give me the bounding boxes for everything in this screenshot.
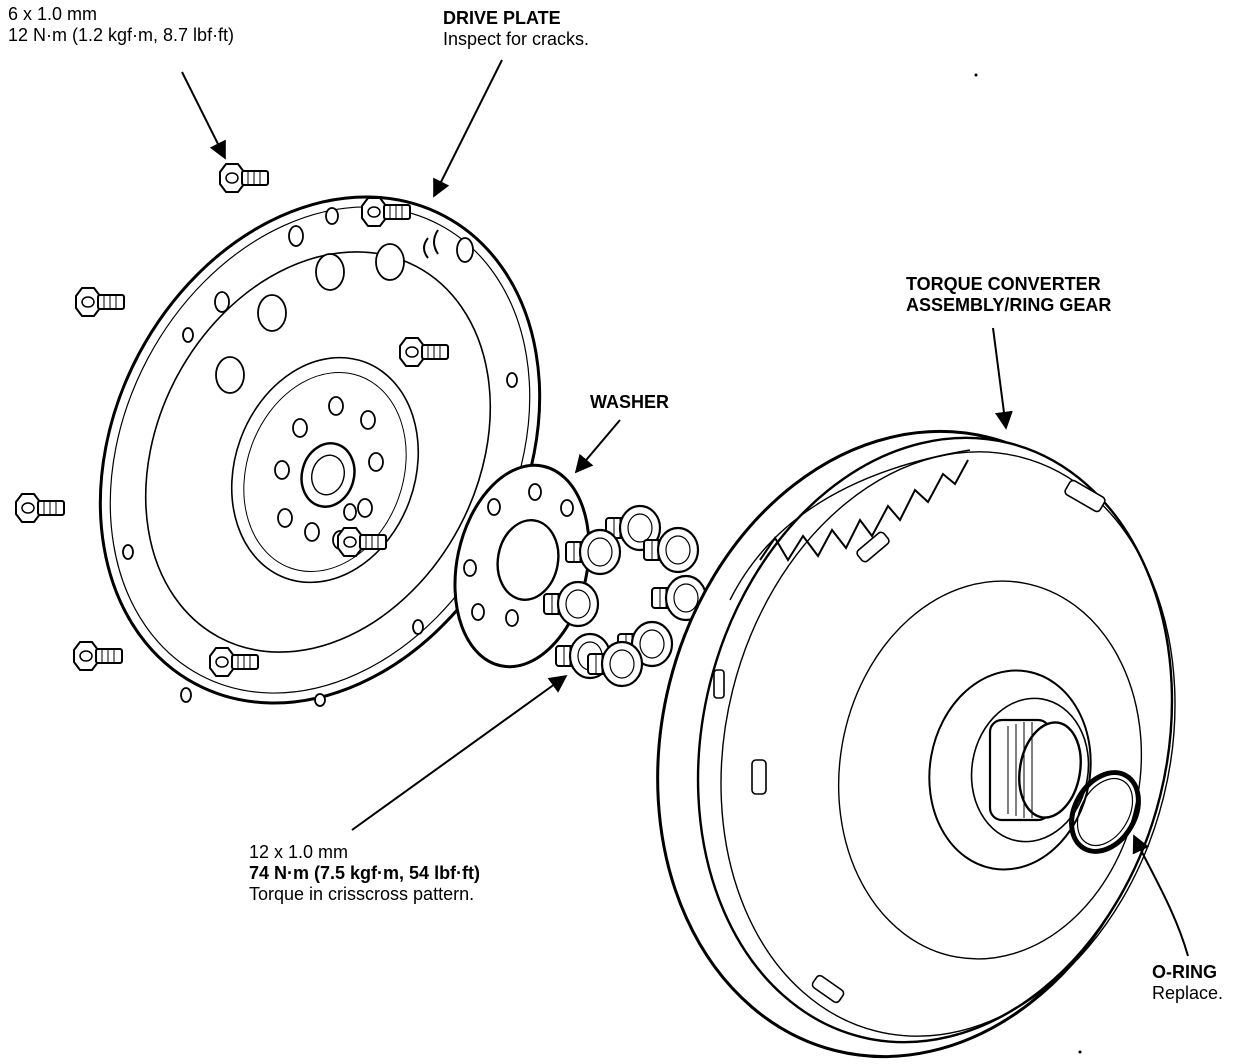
washer	[453, 463, 591, 669]
torque-converter	[656, 429, 1176, 1059]
o-ring-note: Replace.	[1152, 983, 1224, 1003]
drive-plate-note: Inspect for cracks.	[443, 29, 590, 49]
drive-plate-title: DRIVE PLATE	[443, 8, 561, 28]
washer-title: WASHER	[590, 392, 670, 412]
large-bolt-size: 12 x 1.0 mm	[249, 842, 349, 862]
small-bolt-torque: 12 N·m (1.2 kgf·m, 8.7 lbf·ft)	[8, 25, 235, 45]
large-bolt-note: Torque in crisscross pattern.	[249, 884, 475, 904]
torque-converter-line1: TORQUE CONVERTER	[906, 274, 1101, 294]
large-bolt-torque: 74 N·m (7.5 kgf·m, 54 lbf·ft)	[249, 863, 481, 883]
drive-plate	[98, 195, 542, 707]
torque-converter-line2: ASSEMBLY/RING GEAR	[906, 295, 1112, 315]
washer-label: WASHER	[590, 392, 669, 413]
small-bolt-size: 6 x 1.0 mm	[8, 4, 98, 24]
o-ring	[1069, 770, 1141, 854]
drive-plate-label: DRIVE PLATE Inspect for cracks.	[443, 8, 589, 50]
large-bolt-label: 12 x 1.0 mm 74 N·m (7.5 kgf·m, 54 lbf·ft…	[249, 842, 480, 905]
leader-lines	[181, 59, 1189, 957]
o-ring-label: O-RING Replace.	[1152, 962, 1223, 1004]
torque-converter-label: TORQUE CONVERTER ASSEMBLY/RING GEAR	[906, 274, 1111, 316]
small-bolt-label: 6 x 1.0 mm 12 N·m (1.2 kgf·m, 8.7 lbf·ft…	[8, 4, 234, 46]
o-ring-title: O-RING	[1152, 962, 1217, 982]
